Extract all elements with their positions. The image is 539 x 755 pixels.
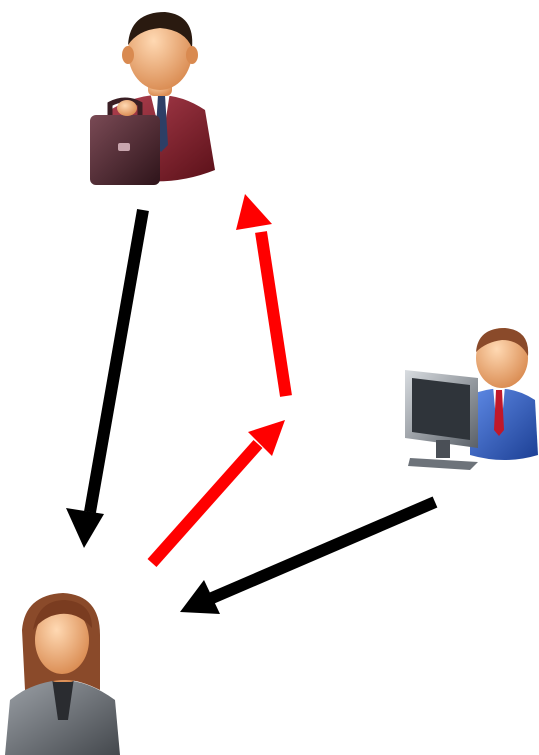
black-arrow-businessman-to-woman (66, 210, 143, 548)
red-arrow-middle-to-businessman (236, 194, 286, 396)
black-arrow-computer-user-to-woman (180, 502, 435, 614)
arrows-layer (66, 194, 435, 614)
person-at-computer-icon (405, 328, 538, 470)
businessman-with-briefcase-icon (90, 12, 215, 185)
woman-user-icon (5, 593, 120, 755)
red-arrow-woman-to-middle (152, 420, 285, 563)
